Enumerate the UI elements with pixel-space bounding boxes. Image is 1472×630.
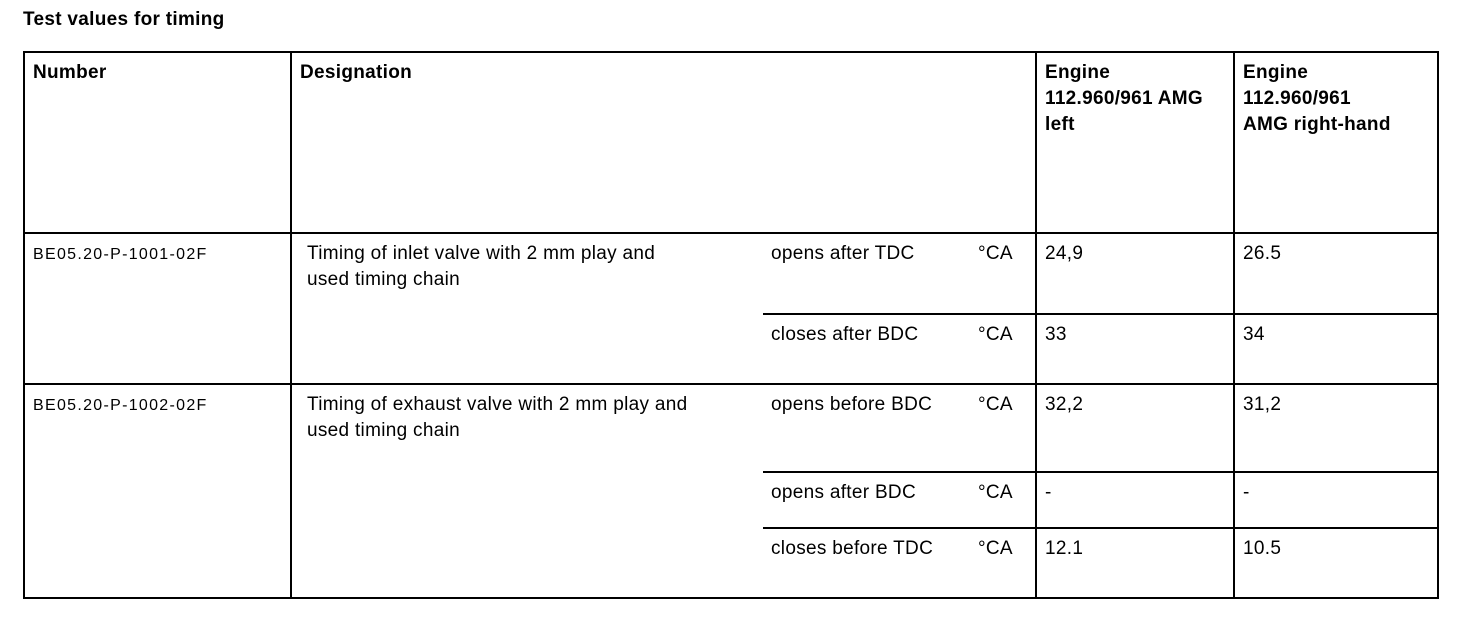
row-number: BE05.20-P-1001-02F bbox=[24, 233, 292, 385]
spec-unit: °CA bbox=[978, 528, 1037, 598]
spec-engine-left-value: 24,9 bbox=[1036, 233, 1235, 315]
spec-condition: opens after TDC bbox=[763, 233, 978, 315]
table-row: BE05.20-P-1001-02F Timing of inlet valve… bbox=[24, 233, 1438, 385]
row-designation: Timing of exhaust valve with 2 mm play a… bbox=[307, 394, 688, 441]
spec-engine-left-value: 33 bbox=[1036, 314, 1235, 385]
spec-condition: opens before BDC bbox=[763, 384, 978, 473]
spec-unit: °CA bbox=[978, 314, 1037, 385]
column-header-designation: Designation bbox=[291, 52, 1037, 234]
spec-engine-right-value: 10.5 bbox=[1243, 538, 1282, 559]
table-row: closes before TDC °CA 12.1 10.5 bbox=[24, 528, 1438, 598]
row-number: BE05.20-P-1002-02F bbox=[24, 384, 292, 598]
table-row: opens after BDC °CA - - bbox=[24, 472, 1438, 529]
column-header-engine-right: Engine 112.960/961 AMG right-hand bbox=[1234, 52, 1438, 234]
column-header-number: Number bbox=[24, 52, 292, 234]
table-row: BE05.20-P-1002-02F Timing of exhaust val… bbox=[24, 384, 1438, 598]
spec-condition: closes before TDC bbox=[771, 538, 934, 559]
row-designation: Timing of inlet valve with 2 mm play and… bbox=[291, 233, 763, 385]
table-row: closes after BDC °CA 33 34 bbox=[24, 314, 1438, 385]
spec-engine-left-value: 12.1 bbox=[1036, 528, 1235, 598]
spec-condition: closes after BDC bbox=[763, 314, 978, 385]
spec-engine-right-value: 31,2 bbox=[1234, 384, 1438, 473]
document-page: Test values for timing Number Designatio… bbox=[23, 9, 1439, 599]
column-header-engine-left: Engine 112.960/961 AMG left bbox=[1036, 52, 1235, 234]
page-title: Test values for timing bbox=[23, 9, 225, 30]
table-header-row: Number Designation Engine 112.960/961 AM… bbox=[24, 52, 1438, 234]
spec-engine-right-value: 26.5 bbox=[1234, 233, 1438, 315]
spec-engine-right-value: - bbox=[1234, 472, 1438, 529]
spec-condition: opens after BDC bbox=[763, 472, 978, 529]
spec-engine-left-value: 32,2 bbox=[1036, 384, 1235, 473]
spec-unit: °CA bbox=[978, 233, 1037, 315]
timing-values-table: Number Designation Engine 112.960/961 AM… bbox=[23, 51, 1439, 599]
spec-unit: °CA bbox=[978, 472, 1037, 529]
spec-engine-right-value: 34 bbox=[1234, 314, 1438, 385]
spec-unit: °CA bbox=[978, 384, 1037, 473]
spec-engine-left-value: - bbox=[1036, 472, 1235, 529]
